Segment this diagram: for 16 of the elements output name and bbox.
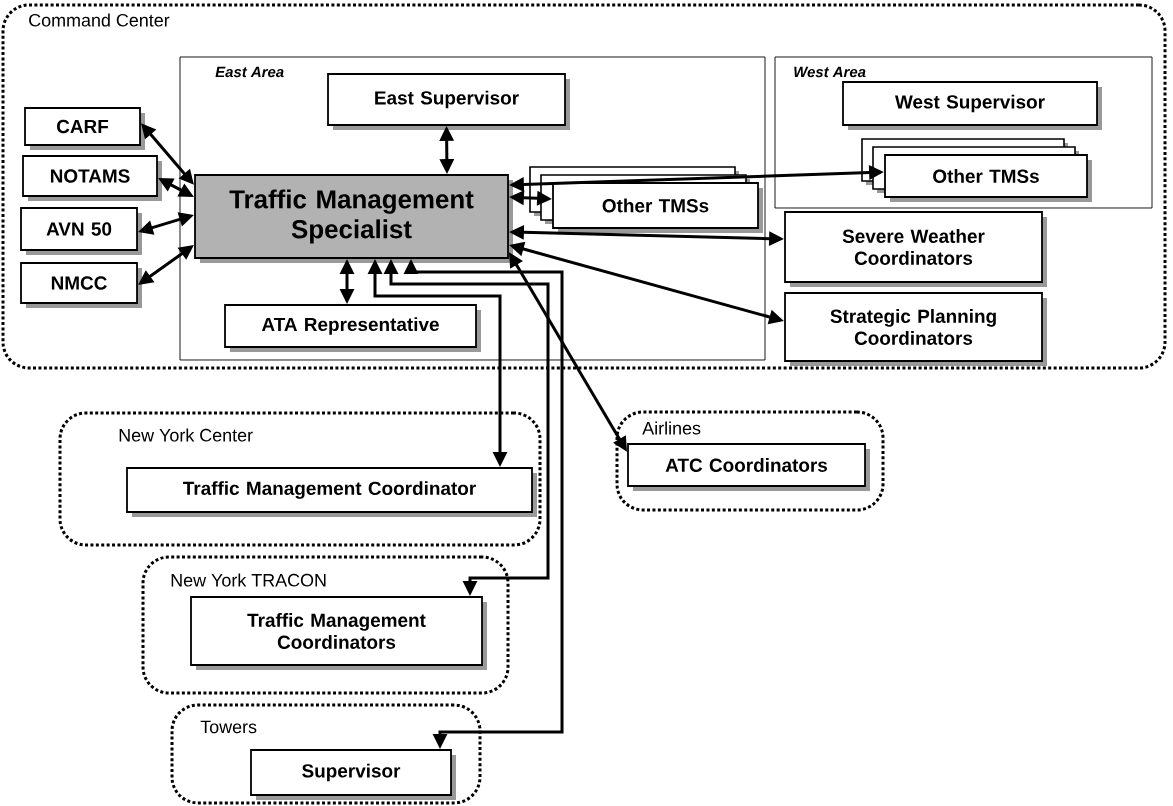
role-box: East Supervisor — [327, 73, 570, 130]
role-box: Traffic Management Specialist — [194, 174, 513, 263]
role-box: West Supervisor — [842, 81, 1102, 130]
role-box: NOTAMS — [22, 155, 162, 201]
role-box: ATC Coordinators — [627, 443, 870, 491]
role-box: Supervisor — [250, 749, 456, 800]
role-box: Severe Weather Coordinators — [784, 211, 1047, 287]
stacked-boxes: Other TMSs — [529, 166, 763, 233]
role-box: Traffic Management Coordinator — [126, 467, 537, 517]
role-box: NMCC — [20, 262, 142, 308]
role-box: Traffic Management Coordinators — [190, 596, 487, 670]
role-box: CARF — [24, 107, 145, 150]
role-box: AVN 50 — [20, 207, 142, 255]
role-box: Strategic Planning Coordinators — [784, 292, 1047, 366]
stacked-boxes: Other TMSs — [861, 138, 1092, 202]
role-box: ATA Representative — [224, 304, 481, 352]
